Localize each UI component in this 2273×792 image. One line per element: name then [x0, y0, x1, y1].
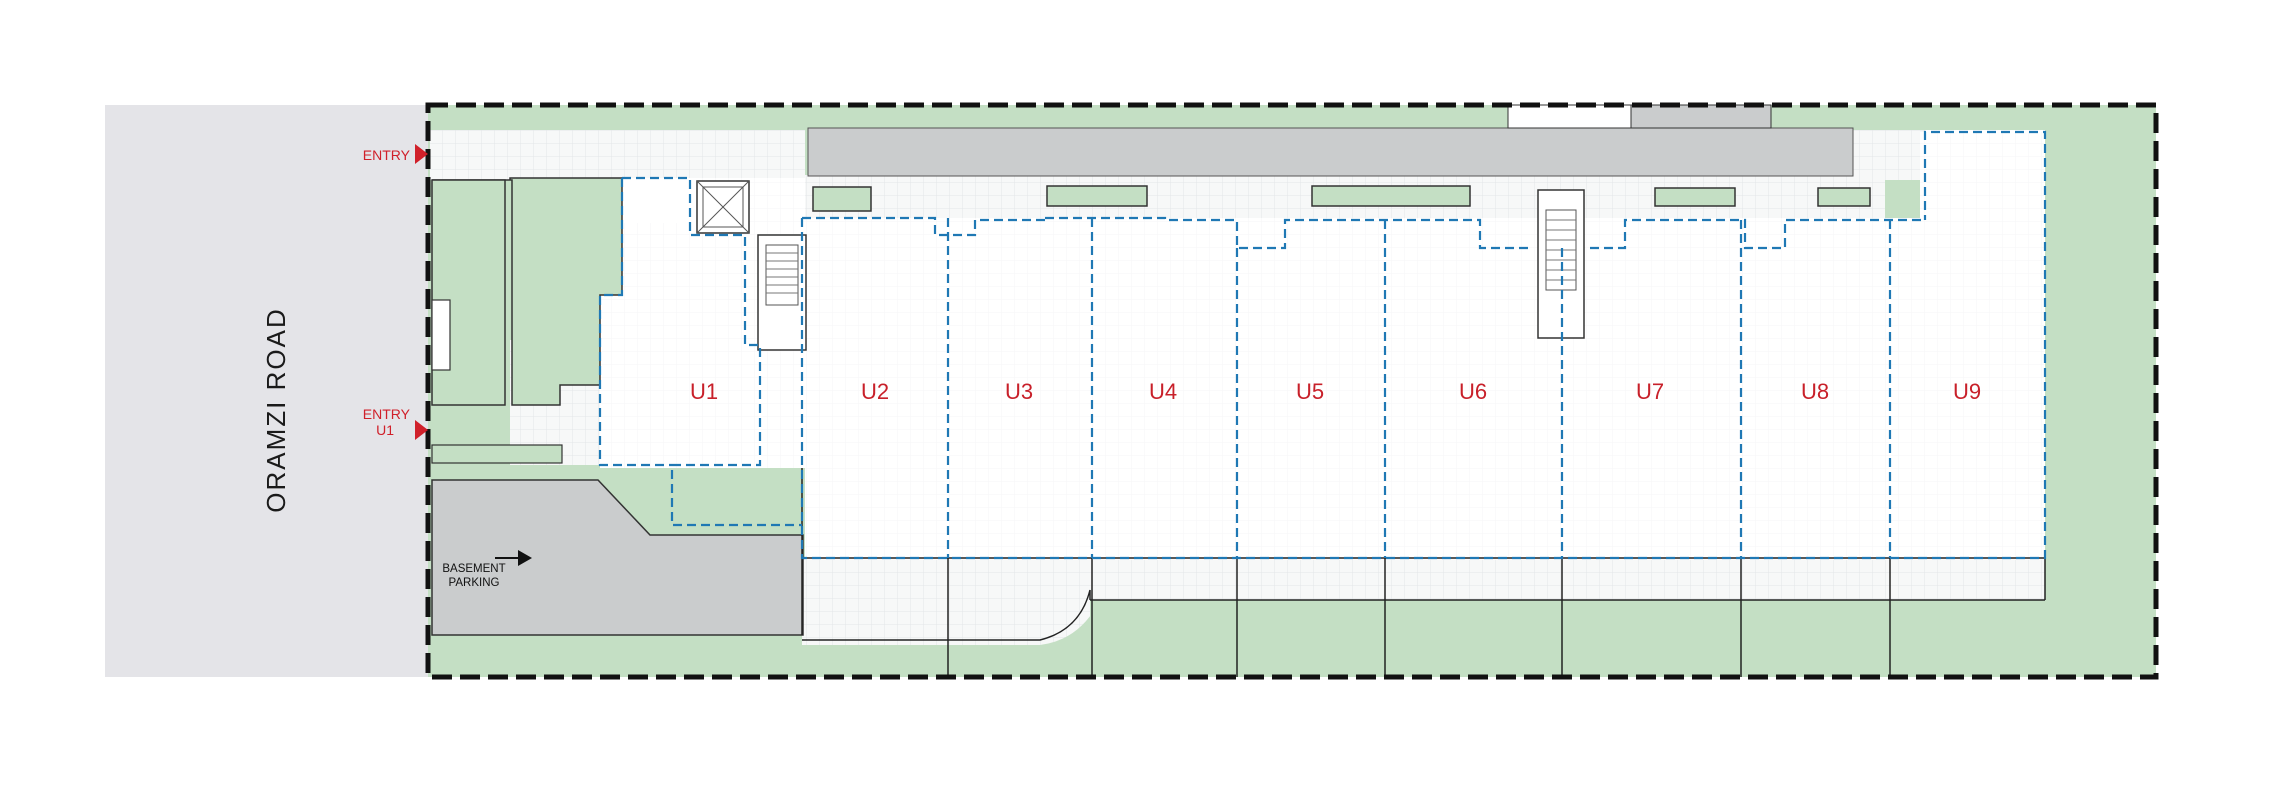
roof-top-left: [1507, 104, 1632, 129]
stair-left: [757, 234, 807, 351]
unit-label-u4: U4: [1149, 379, 1177, 404]
unit-labels: U1 U2 U3 U4 U5 U6 U7 U8 U9: [690, 379, 1981, 404]
unit-label-u5: U5: [1296, 379, 1324, 404]
roof-strip: [807, 127, 1854, 177]
lift-core: [696, 180, 750, 234]
site-boundary: [425, 102, 2159, 680]
roof-top-right: [1630, 104, 1772, 129]
building-footprint: [600, 130, 2045, 560]
entry-u1: ENTRY U1: [363, 406, 428, 440]
entry-u1-arrow-icon: [415, 420, 428, 440]
basement-label-line1: BASEMENT: [442, 563, 505, 575]
entry-main: ENTRY: [363, 144, 428, 164]
unit-label-u8: U8: [1801, 379, 1829, 404]
unit-outlines: [598, 130, 2047, 560]
entry-u1-label-line1: ENTRY: [363, 406, 411, 422]
planters: [812, 185, 1871, 212]
road-area: [105, 105, 429, 677]
entry-main-arrow-icon: [415, 144, 428, 164]
unit-label-u7: U7: [1636, 379, 1664, 404]
unit-label-u6: U6: [1459, 379, 1487, 404]
unit-label-u9: U9: [1953, 379, 1981, 404]
basement-arrow-icon: [495, 550, 532, 566]
road-label: ORAMZI ROAD: [261, 307, 291, 512]
entry-landscape: [431, 177, 623, 464]
entry-main-label: ENTRY: [363, 147, 411, 163]
unit-label-u2: U2: [861, 379, 889, 404]
unit-label-u1: U1: [690, 379, 718, 404]
stair-centre: [1537, 189, 1585, 339]
basement-label-line2: PARKING: [449, 577, 500, 589]
entry-u1-label-line2: U1: [376, 422, 394, 438]
unit-label-u3: U3: [1005, 379, 1033, 404]
